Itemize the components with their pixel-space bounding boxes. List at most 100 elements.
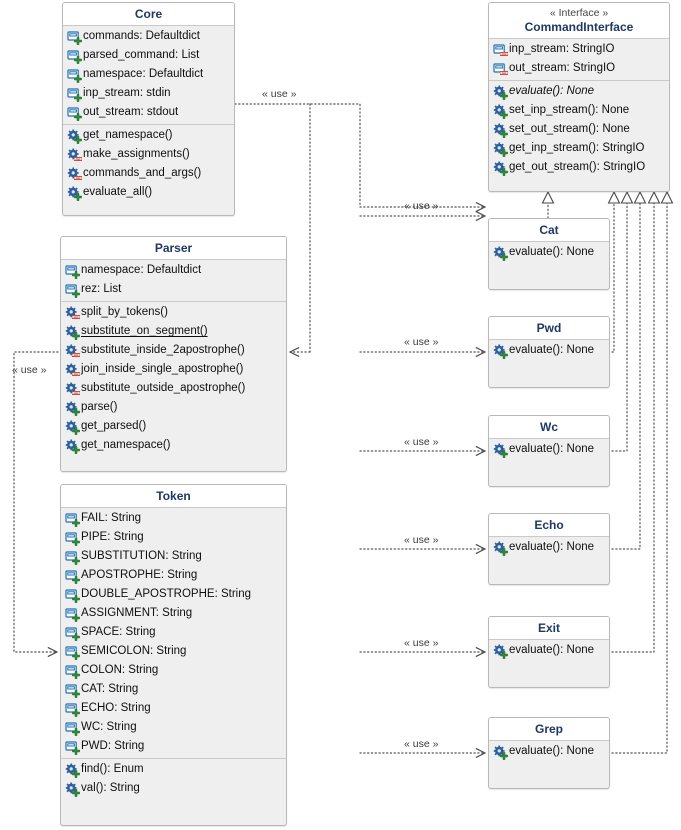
field-icon	[65, 283, 80, 298]
class-header-parser: Parser	[61, 237, 286, 260]
attribute-row: COLON: String	[61, 661, 286, 680]
attributes-section-commandinterface: inp_stream: StringIO out_stream: StringIO	[489, 39, 669, 80]
method-row: evaluate(): None	[489, 742, 609, 761]
attribute-label: SPACE: String	[81, 626, 156, 638]
method-label: evaluate(): None	[509, 541, 595, 553]
method-icon	[493, 85, 508, 100]
public-badge-icon	[500, 548, 508, 556]
field-icon	[65, 683, 80, 698]
method-icon	[493, 745, 508, 760]
field-icon-glyph	[65, 284, 77, 294]
method-icon-glyph	[67, 186, 79, 198]
public-badge-icon	[500, 351, 508, 359]
method-icon	[65, 439, 80, 454]
attribute-row: SPACE: String	[61, 623, 286, 642]
method-row: get_namespace()	[61, 436, 286, 455]
method-icon	[67, 167, 82, 181]
field-icon-glyph	[65, 513, 77, 523]
class-name-core: Core	[134, 7, 163, 21]
private-badge-icon	[500, 50, 508, 58]
field-icon-glyph	[67, 69, 79, 79]
class-box-core[interactable]: Core commands: Defaultdict parsed_command:…	[62, 2, 235, 216]
method-icon	[67, 186, 82, 201]
method-label: evaluate(): None	[509, 443, 595, 455]
attribute-row: WC: String	[61, 718, 286, 737]
class-box-exit[interactable]: Exit evaluate(): None	[488, 616, 610, 688]
attribute-label: ASSIGNMENT: String	[81, 607, 193, 619]
field-icon	[67, 106, 82, 121]
method-label: substitute_inside_2apostrophe()	[81, 344, 245, 356]
class-box-echo[interactable]: Echo evaluate(): None	[488, 513, 610, 585]
public-badge-icon	[500, 130, 508, 138]
real-grep	[611, 202, 668, 754]
method-row: split_by_tokens()	[61, 303, 286, 322]
attribute-row: APOSTROPHE: String	[61, 566, 286, 585]
attribute-row: SEMICOLON: String	[61, 642, 286, 661]
field-icon	[65, 569, 80, 584]
field-icon	[65, 740, 80, 755]
method-icon	[65, 782, 80, 797]
methods-section-echo: evaluate(): None	[489, 537, 609, 559]
public-badge-icon	[72, 633, 80, 641]
method-icon-glyph	[67, 148, 79, 160]
edge-label-use-core-interface: « use »	[262, 88, 297, 100]
public-badge-icon	[500, 752, 508, 760]
attribute-label: parsed_command: List	[83, 49, 200, 61]
class-name-exit: Exit	[537, 621, 560, 635]
public-badge-icon	[72, 671, 80, 679]
field-icon	[67, 68, 82, 83]
method-icon	[65, 325, 80, 340]
field-icon-glyph	[65, 532, 77, 542]
triangle-echo	[633, 190, 647, 204]
method-row: evaluate(): None	[489, 440, 609, 459]
method-icon-glyph	[493, 85, 505, 97]
method-row: evaluate(): None	[489, 341, 609, 360]
public-badge-icon	[72, 652, 80, 660]
triangle-pwd	[607, 190, 621, 204]
method-icon	[493, 246, 508, 261]
method-label: get_inp_stream(): StringIO	[509, 142, 645, 154]
class-header-cat: Cat	[489, 219, 609, 242]
class-box-pwd[interactable]: Pwd evaluate(): None	[488, 316, 610, 388]
method-icon	[65, 401, 80, 416]
attribute-row: DOUBLE_APOSTROPHE: String	[61, 585, 286, 604]
class-name-pwd: Pwd	[536, 321, 562, 335]
attribute-row: namespace: Defaultdict	[63, 65, 234, 84]
field-icon-glyph	[65, 741, 77, 751]
attributes-section-core: commands: Defaultdict parsed_command: Lis…	[63, 26, 234, 124]
real-exit	[611, 202, 655, 653]
method-icon-glyph	[493, 541, 505, 553]
method-label: val(): String	[81, 782, 140, 794]
class-header-exit: Exit	[489, 617, 609, 640]
method-icon	[65, 344, 80, 358]
method-label: get_namespace()	[83, 129, 173, 141]
triangle-exit	[647, 190, 661, 204]
method-label: evaluate(): None	[509, 644, 595, 656]
class-header-echo: Echo	[489, 514, 609, 537]
class-header-pwd: Pwd	[489, 317, 609, 340]
attribute-label: FAIL: String	[81, 512, 142, 524]
method-row: substitute_outside_apostrophe()	[61, 379, 286, 398]
method-row: find(): Enum	[61, 760, 286, 779]
field-icon-glyph	[67, 88, 79, 98]
attribute-label: out_stream: StringIO	[509, 62, 616, 74]
field-icon-glyph	[67, 107, 79, 117]
method-icon-glyph	[65, 763, 77, 775]
method-icon-glyph	[493, 142, 505, 154]
attribute-row: commands: Defaultdict	[63, 27, 234, 46]
attribute-row: parsed_command: List	[63, 46, 234, 65]
method-label: evaluate(): None	[509, 85, 595, 97]
methods-section-token: find(): Enum val(): String	[61, 758, 286, 800]
attribute-label: inp_stream: StringIO	[509, 43, 615, 55]
attribute-label: CAT: String	[81, 683, 139, 695]
field-icon-glyph	[65, 551, 77, 561]
field-icon	[65, 550, 80, 565]
method-row: evaluate(): None	[489, 82, 669, 101]
method-icon-glyph	[493, 443, 505, 455]
